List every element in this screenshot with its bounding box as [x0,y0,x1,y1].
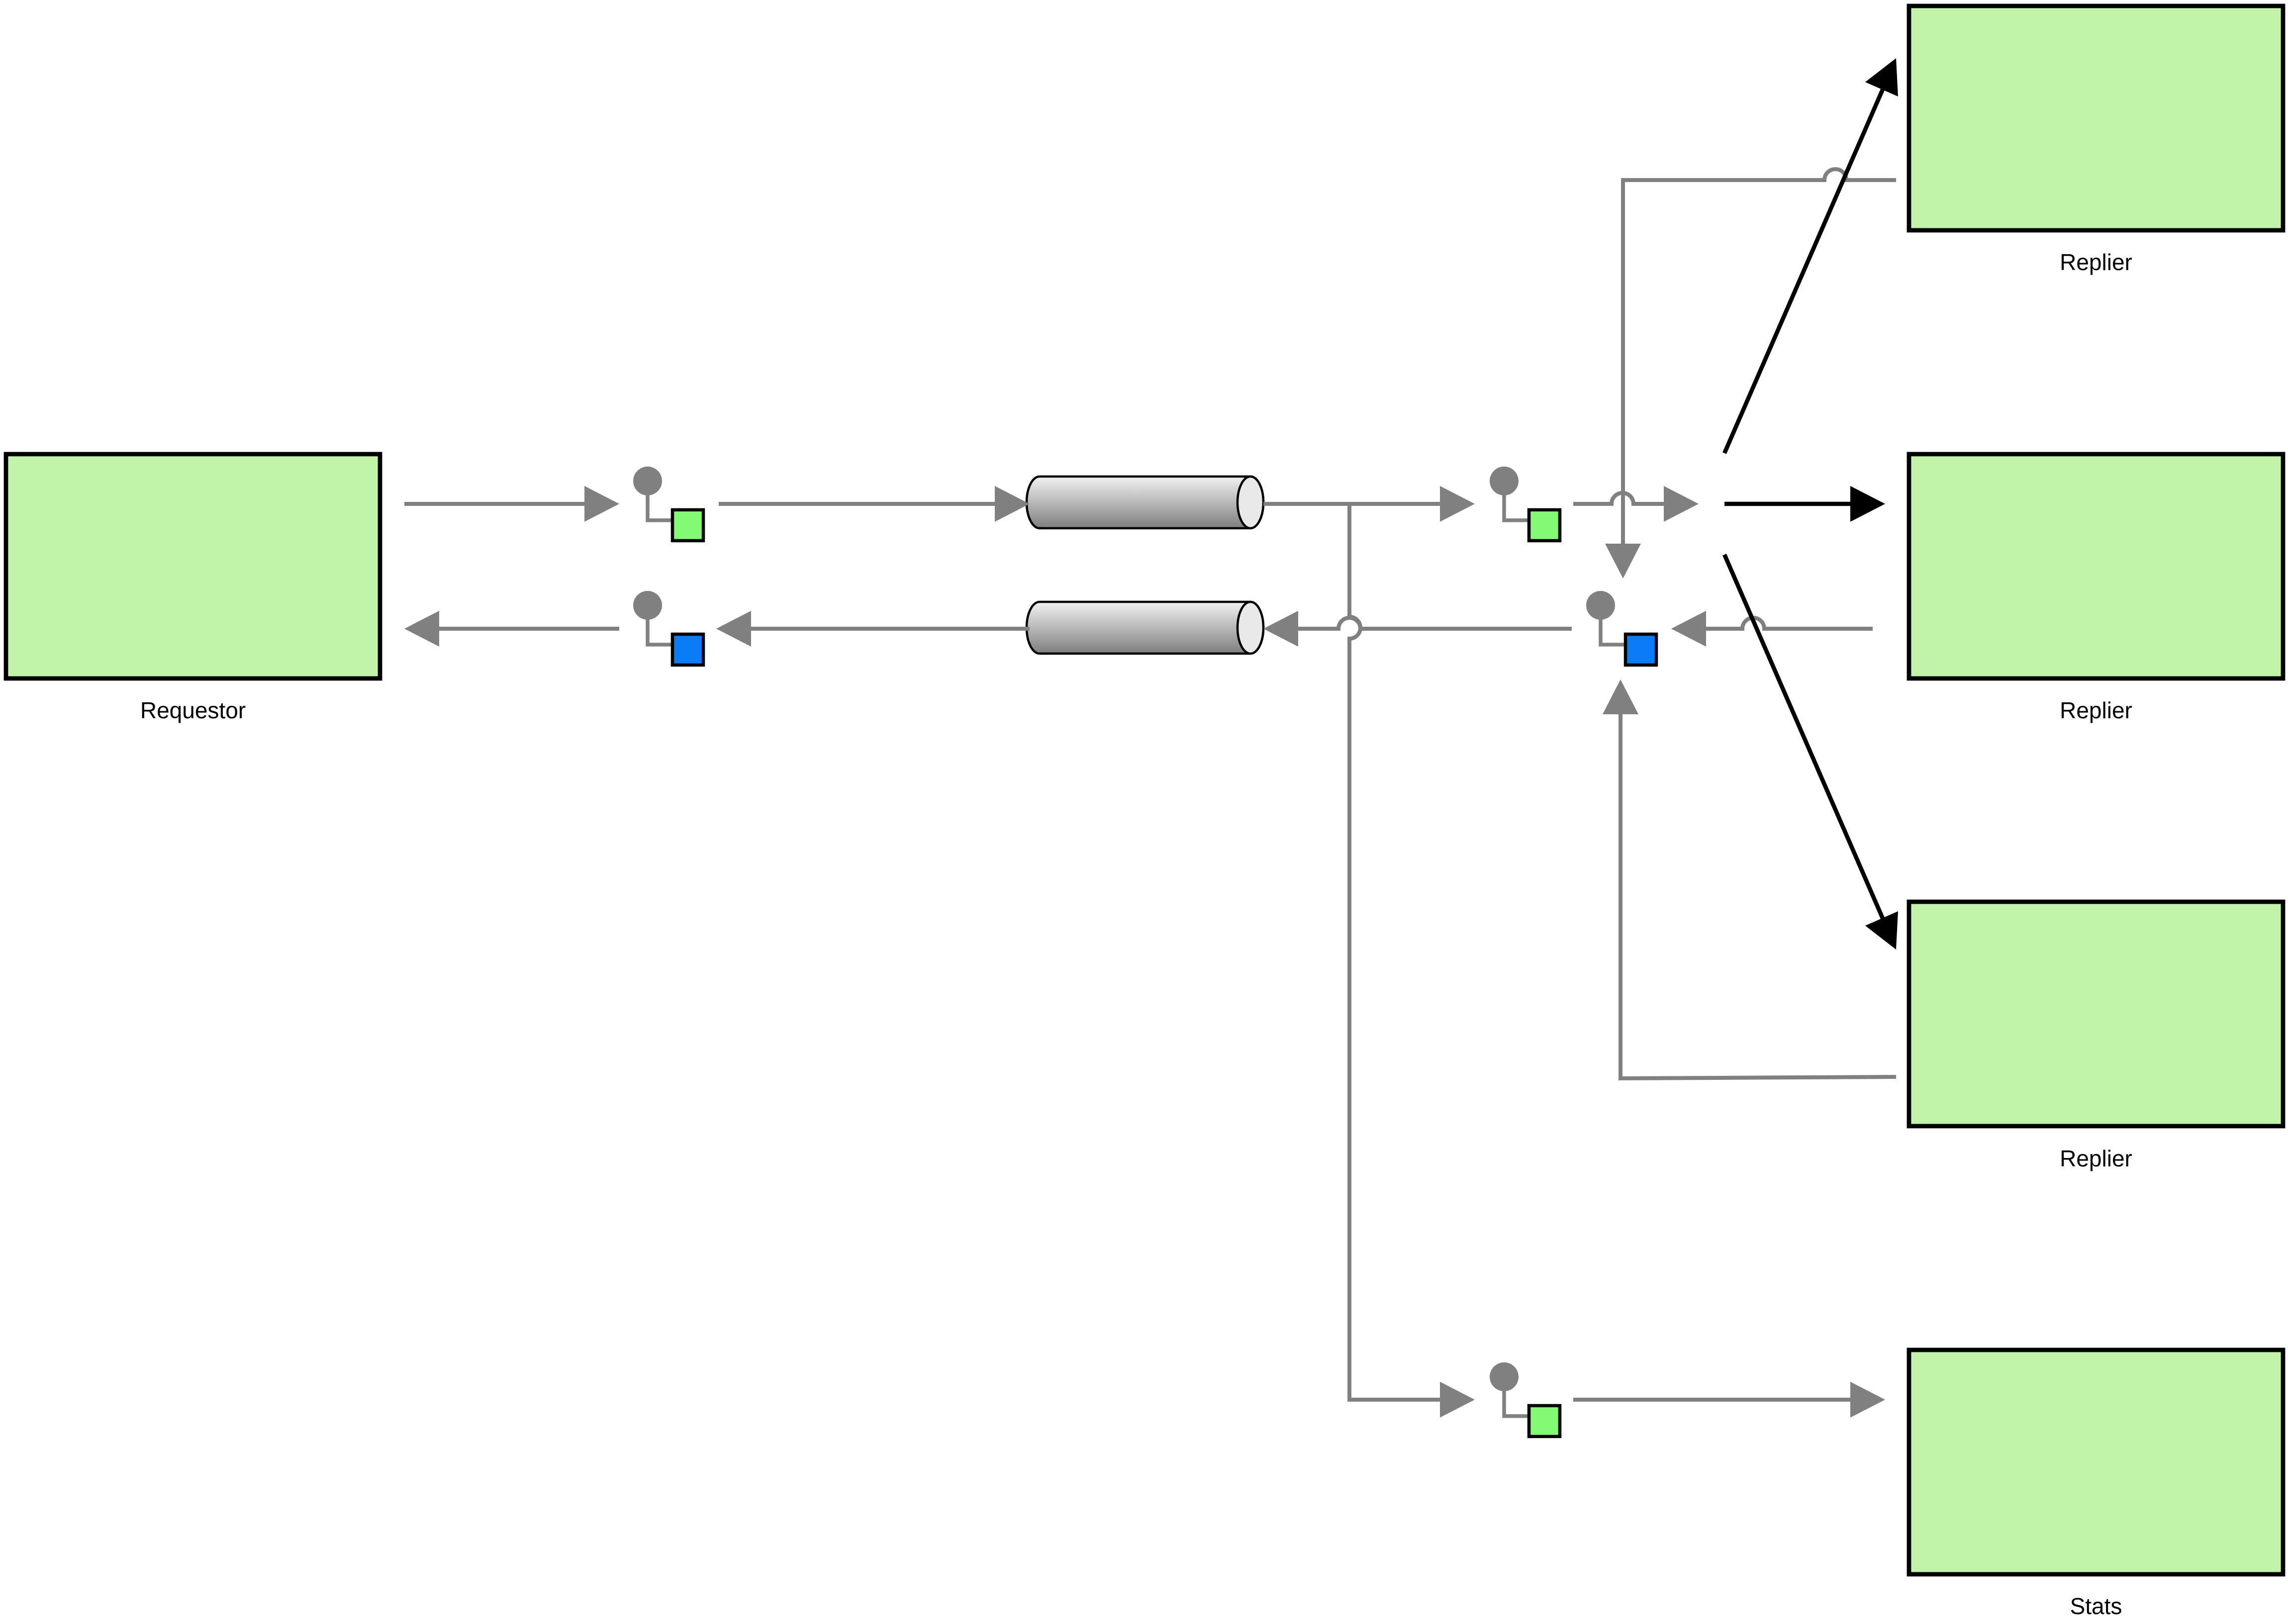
stats-endpoint-icon [1490,1362,1562,1438]
router-output-routes [1722,58,1898,950]
replier-node-top[interactable]: Replier [1907,3,2286,275]
requestor-receive-endpoint-icon [633,591,705,667]
reply-aggregator-endpoint-icon [1586,591,1658,667]
requestor-box[interactable] [3,452,382,681]
replier-middle-label: Replier [2060,697,2132,723]
reply-channel-pipe-icon [1025,600,1265,655]
replier-node-bottom[interactable]: Replier [1907,899,2286,1171]
replier-top-label: Replier [2060,249,2132,275]
stats-node[interactable]: Stats [1907,1347,2286,1619]
request-channel-pipe-icon [1025,475,1265,530]
requestor-node[interactable]: Requestor [3,452,382,723]
replier-top-box[interactable] [1907,3,2286,233]
requestor-send-endpoint-icon [633,467,705,543]
router-input-endpoint-icon [1490,467,1562,543]
stats-box[interactable] [1907,1347,2286,1577]
requestor-label: Requestor [140,697,246,723]
replier-node-middle[interactable]: Replier [1907,452,2286,723]
replier-middle-box[interactable] [1907,452,2286,681]
replier-bottom-box[interactable] [1907,899,2286,1129]
replier-bottom-label: Replier [2060,1146,2132,1171]
stats-label: Stats [2070,1593,2122,1619]
